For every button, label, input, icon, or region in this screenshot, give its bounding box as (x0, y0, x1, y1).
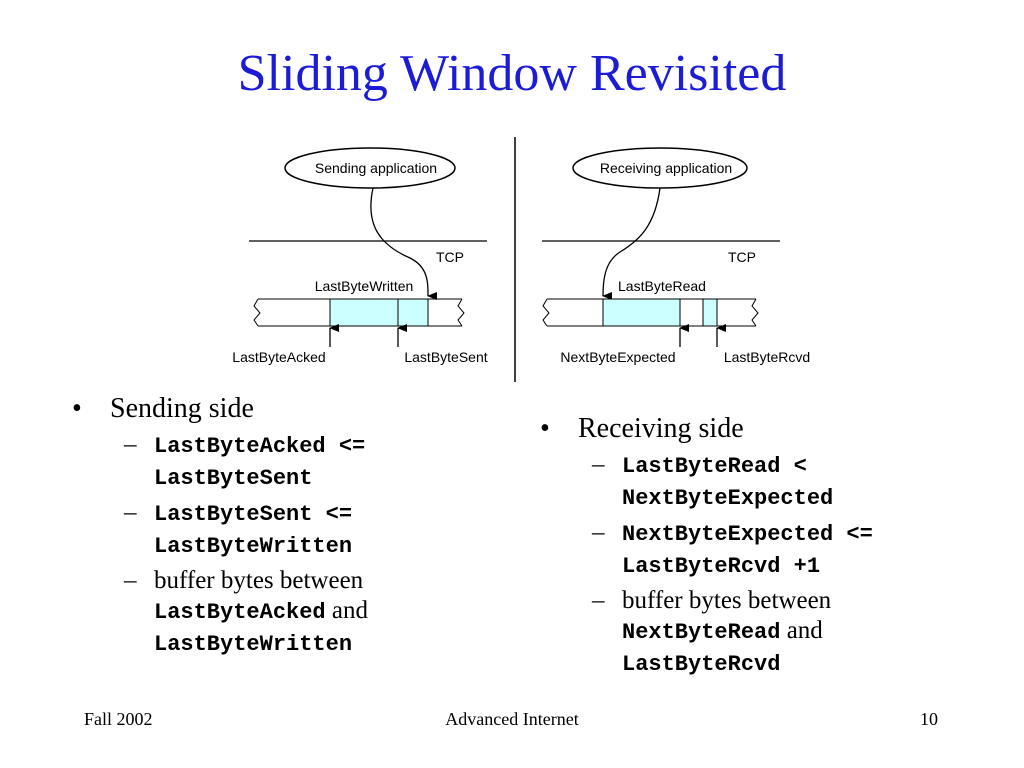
sending-side-heading-text: Sending side (110, 393, 254, 424)
sender-buffer-break-left (253, 298, 261, 327)
sender-top-label: LastByteWritten (315, 278, 414, 294)
sub-bullet-dash: – (592, 451, 605, 478)
footer-page-number: 10 (920, 709, 938, 729)
bullet-dot: • (540, 413, 550, 444)
receiver-top-label: LastByteRead (618, 278, 706, 294)
sending-rule-2-code: LastByteSent <= LastByteWritten (154, 502, 353, 559)
sender-buffer-fill (329, 298, 429, 327)
sending-rule-3: – buffer bytes between LastByteAcked and… (72, 566, 492, 660)
sending-rule-3-code1: LastByteAcked (154, 600, 326, 625)
sub-bullet-dash: – (124, 567, 137, 594)
receiving-rule-1: – LastByteRead < NextByteExpected (540, 450, 960, 514)
receiving-app-label: Receiving application (600, 160, 732, 176)
slide-title: Sliding Window Revisited (237, 45, 787, 102)
bullet-dot: • (72, 393, 82, 424)
receiver-tcp-label: TCP (728, 249, 756, 265)
receiver-buffer-break-left (542, 298, 550, 327)
sending-rule-3-pre: buffer bytes between (154, 567, 364, 594)
receiving-rule-3-code2: LastByteRcvd (622, 652, 781, 677)
receiver-buffer-break-right (751, 298, 759, 327)
sliding-window-diagram: Sending application TCP LastByteWritten … (232, 137, 810, 382)
sending-rule-2: – LastByteSent <= LastByteWritten (72, 498, 492, 562)
receiving-rule-3-pre: buffer bytes between (622, 587, 832, 614)
receiving-side-heading-text: Receiving side (578, 413, 744, 444)
sending-rule-3-code2: LastByteWritten (154, 632, 353, 657)
sender-bottom-label-1: LastByteSent (404, 349, 487, 365)
sub-bullet-dash: – (124, 431, 137, 458)
receiving-rule-3-mid: and (786, 617, 823, 644)
sending-rule-3-mid: and (331, 597, 368, 624)
sender-write-arrow (370, 187, 438, 300)
sender-diagram: Sending application TCP LastByteWritten … (232, 147, 488, 365)
receiver-bottom-label-1: LastByteRcvd (724, 349, 810, 365)
sub-bullet-dash: – (592, 587, 605, 614)
sender-buffer-break-right (457, 298, 465, 327)
sending-side-column: • Sending side – LastByteAcked <= LastBy… (72, 392, 492, 660)
receiver-read-arrow (602, 187, 661, 301)
receiving-rule-3: – buffer bytes between NextByteRead and … (540, 586, 960, 680)
footer-course: Advanced Internet (445, 709, 579, 729)
footer-date: Fall 2002 (84, 709, 153, 729)
sending-side-heading: • Sending side (72, 392, 492, 426)
receiving-side-column: • Receiving side – LastByteRead < NextBy… (540, 412, 960, 680)
sending-rule-1-code: LastByteAcked <= LastByteSent (154, 434, 366, 491)
sender-bottom-label-0: LastByteAcked (232, 349, 325, 365)
receiver-buffer-fill-out-of-order (702, 298, 718, 327)
sending-app-ellipse (284, 147, 456, 189)
sub-bullet-dash: – (592, 519, 605, 546)
receiver-buffer-fill-main (602, 298, 681, 327)
sending-app-label: Sending application (315, 160, 437, 176)
receiving-rule-3-code1: NextByteRead (622, 620, 781, 645)
receiving-side-heading: • Receiving side (540, 412, 960, 446)
sender-tcp-label: TCP (436, 249, 464, 265)
receiver-diagram: Receiving application TCP LastByteRead N… (542, 147, 810, 365)
receiving-rule-2-code: NextByteExpected <= LastByteRcvd +1 (622, 522, 873, 579)
receiving-rule-1-code: LastByteRead < NextByteExpected (622, 454, 834, 511)
sub-bullet-dash: – (124, 499, 137, 526)
receiving-rule-2: – NextByteExpected <= LastByteRcvd +1 (540, 518, 960, 582)
sending-rule-1: – LastByteAcked <= LastByteSent (72, 430, 492, 494)
receiver-bottom-label-0: NextByteExpected (560, 349, 675, 365)
